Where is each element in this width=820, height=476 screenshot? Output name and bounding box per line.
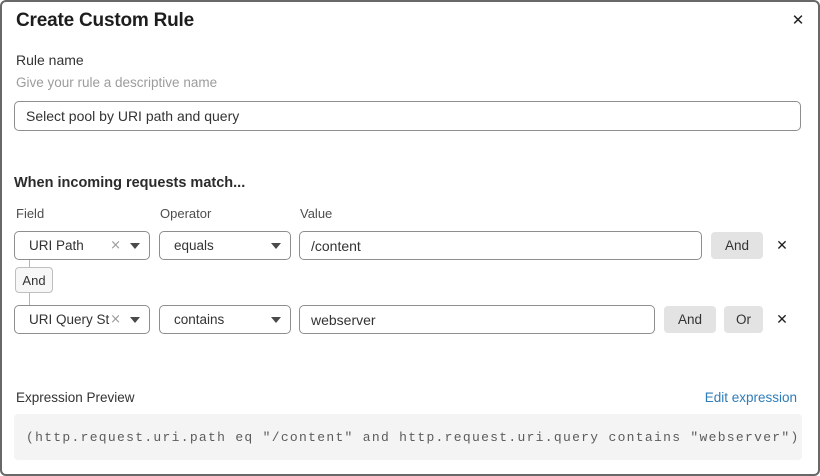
- condition-row: URI Path × equals And ✕: [14, 231, 794, 260]
- expression-preview-label: Expression Preview: [16, 390, 135, 405]
- dialog-title: Create Custom Rule: [16, 10, 194, 31]
- remove-condition-icon[interactable]: ✕: [776, 237, 788, 254]
- chevron-down-icon: [271, 316, 281, 323]
- column-label-value: Value: [300, 206, 333, 221]
- chevron-down-icon: [130, 242, 140, 249]
- close-icon[interactable]: ✕: [791, 11, 805, 29]
- match-section-heading: When incoming requests match...: [14, 175, 246, 191]
- value-field-wrap: [299, 305, 655, 334]
- field-select-value: URI Path: [29, 238, 84, 253]
- operator-select[interactable]: equals: [159, 231, 291, 260]
- remove-condition-icon[interactable]: ✕: [776, 311, 788, 328]
- condition-row: URI Query St... × contains And Or ✕: [14, 305, 794, 334]
- column-label-operator: Operator: [160, 206, 212, 221]
- chevron-down-icon: [271, 242, 281, 249]
- add-and-condition-button[interactable]: And: [663, 306, 716, 333]
- value-field-wrap: [299, 231, 702, 260]
- value-input[interactable]: [299, 231, 702, 260]
- chevron-down-icon: [130, 316, 140, 323]
- operator-select-value: equals: [174, 238, 214, 253]
- add-and-condition-button[interactable]: And: [710, 232, 763, 259]
- operator-select[interactable]: contains: [159, 305, 291, 334]
- expression-preview-code: (http.request.uri.path eq "/content" and…: [14, 414, 802, 460]
- rule-name-input[interactable]: [14, 101, 801, 131]
- operator-select-value: contains: [174, 312, 225, 327]
- field-select[interactable]: URI Path ×: [14, 231, 150, 260]
- clear-selection-icon[interactable]: ×: [110, 238, 121, 253]
- value-input[interactable]: [299, 305, 655, 334]
- rule-name-field-wrap: [14, 101, 801, 131]
- add-or-condition-button[interactable]: Or: [724, 306, 763, 333]
- rule-name-label: Rule name: [16, 52, 84, 68]
- column-label-field: Field: [16, 206, 45, 221]
- connector-and-badge: And: [15, 267, 53, 293]
- field-select-value: URI Query St...: [29, 312, 110, 327]
- field-select[interactable]: URI Query St... ×: [14, 305, 150, 334]
- edit-expression-link[interactable]: Edit expression: [704, 390, 797, 405]
- clear-selection-icon[interactable]: ×: [110, 312, 121, 327]
- rule-name-hint: Give your rule a descriptive name: [16, 75, 218, 90]
